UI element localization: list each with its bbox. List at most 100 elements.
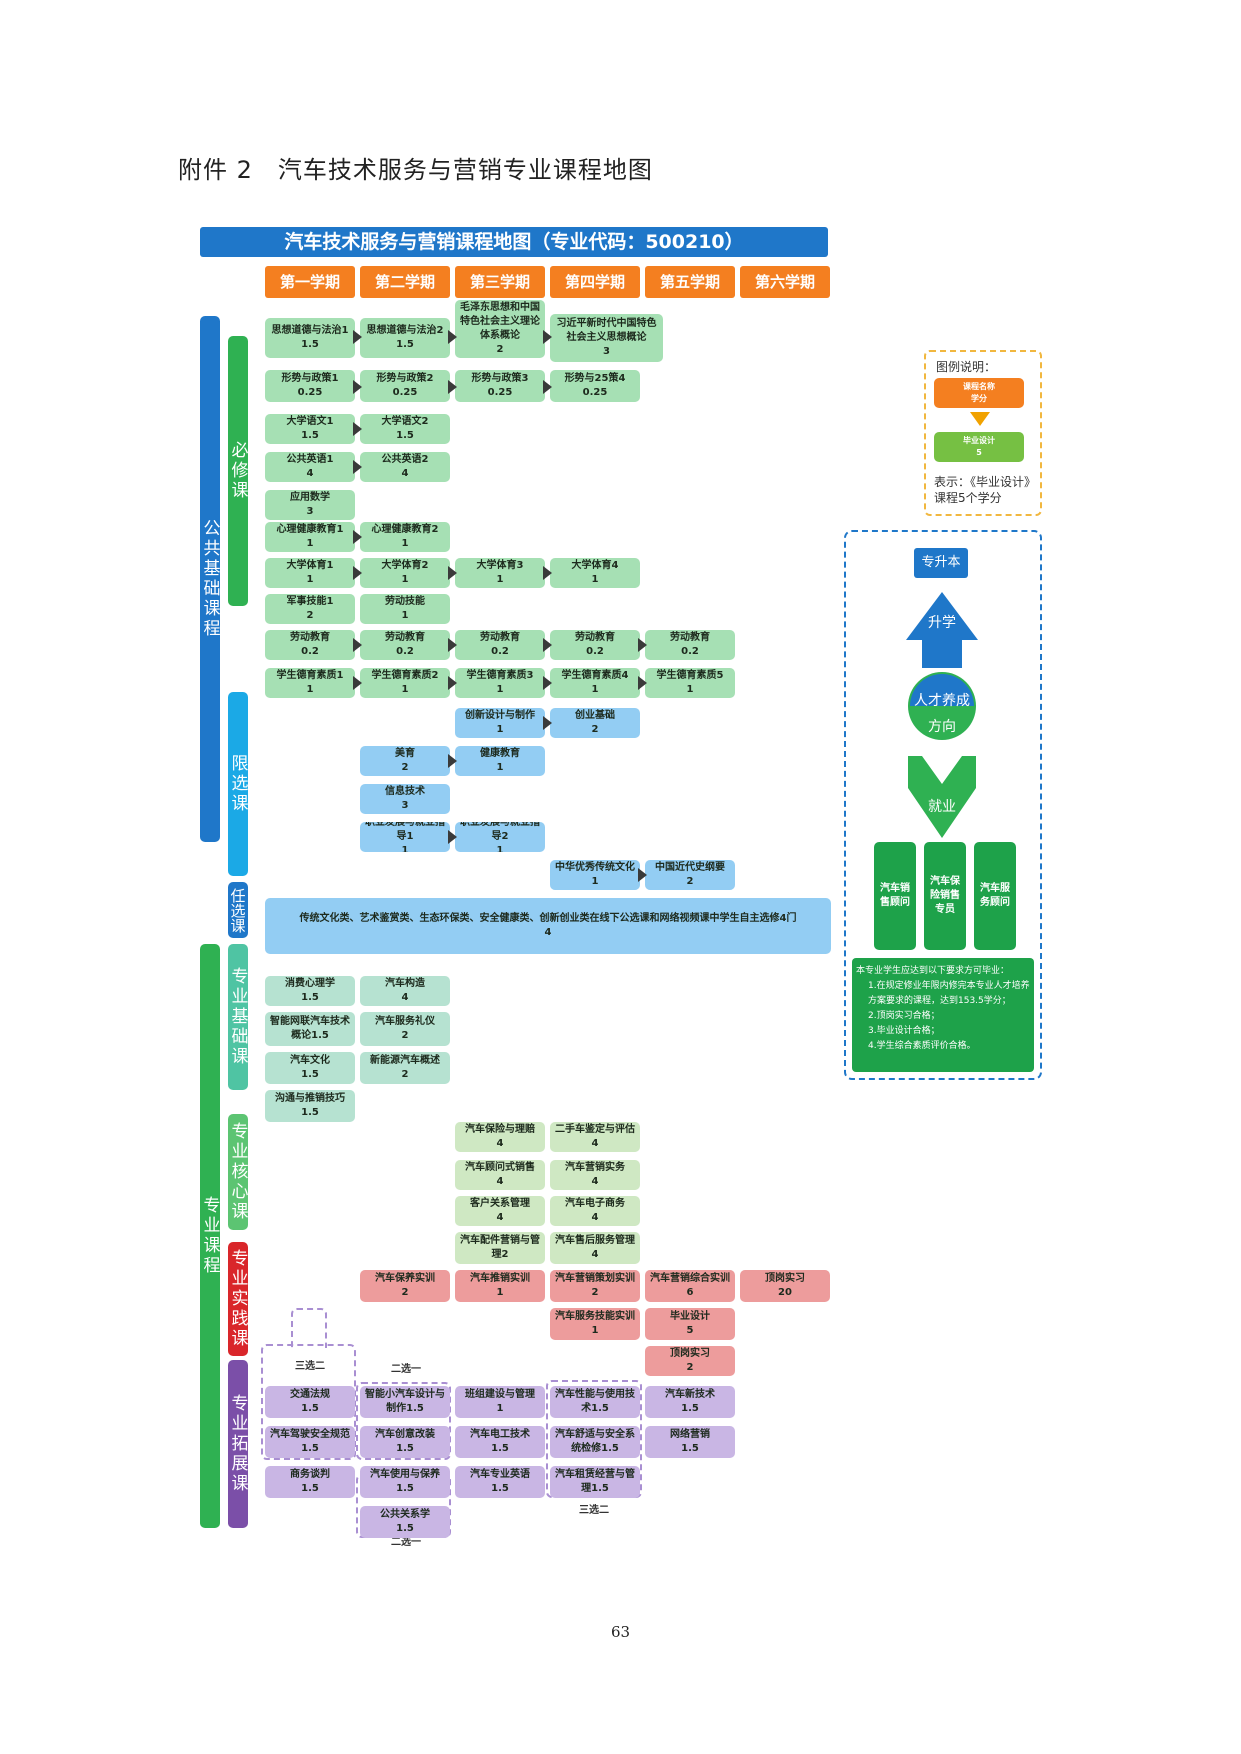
course-name: 汽车驾驶安全规范 bbox=[270, 1429, 350, 1440]
map-title: 汽车技术服务与营销课程地图（专业代码：500210） bbox=[200, 227, 828, 257]
direction-down-label: 就业 bbox=[928, 799, 956, 815]
course-name: 学生德育素质5 bbox=[656, 670, 724, 681]
course-credit: 1 bbox=[591, 876, 599, 887]
center-circle-top bbox=[910, 674, 974, 706]
category-required: 必修课 bbox=[228, 336, 248, 606]
course-credit: 2 bbox=[401, 762, 409, 773]
semester-5: 第五学期 bbox=[645, 266, 735, 298]
elective-credit: 4 bbox=[544, 927, 552, 938]
category-major-practice: 专业实践课 bbox=[228, 1242, 248, 1356]
course-name: 二手车鉴定与评估 bbox=[555, 1124, 635, 1135]
course-name: 汽车文化 bbox=[290, 1055, 330, 1066]
course-name: 习近平新时代中国特色社会主义思想概论 bbox=[556, 318, 657, 343]
course-name: 应用数学 bbox=[290, 492, 330, 503]
course-name: 汽车保险与理赔 bbox=[465, 1124, 535, 1135]
legend-box bbox=[924, 350, 1042, 516]
course-credit: 1.5 bbox=[301, 1107, 319, 1118]
course-name: 汽车保养实训 bbox=[375, 1273, 435, 1284]
sequence-arrow-icon bbox=[543, 380, 552, 394]
course-name: 汽车售后服务管理 bbox=[555, 1235, 635, 1246]
sequence-arrow-icon bbox=[448, 754, 457, 768]
course-credit: 5 bbox=[686, 1325, 694, 1336]
course-credit: 0.2 bbox=[681, 646, 699, 657]
req-line-3: 3.毕业设计合格； bbox=[868, 1026, 940, 1036]
course-credit: 1 bbox=[591, 684, 599, 695]
direction-up-label: 升学 bbox=[928, 615, 956, 631]
page-number: 63 bbox=[610, 1623, 631, 1641]
course-credit: 0.2 bbox=[586, 646, 604, 657]
sequence-arrow-icon bbox=[353, 380, 362, 394]
course-name: 商务谈判 bbox=[290, 1469, 330, 1480]
graduation-requirements: 本专业学生应达到以下要求方可毕业： 1.在规定修业年限内修完本专业人才培养方案要… bbox=[852, 958, 1034, 1072]
course-name: 大学体育1 bbox=[286, 560, 334, 571]
course-name: 大学体育3 bbox=[476, 560, 524, 571]
sequence-arrow-icon bbox=[353, 460, 362, 474]
course-name: 智能小汽车设计与制作1.5 bbox=[365, 1389, 445, 1414]
course-name: 劳动教育 bbox=[670, 632, 710, 643]
course-credit: 4 bbox=[496, 1212, 504, 1223]
course-name: 汽车顾问式销售 bbox=[465, 1162, 535, 1173]
down-arrow-icon bbox=[908, 756, 976, 838]
course-name: 汽车推销实训 bbox=[470, 1273, 530, 1284]
course-credit: 1 bbox=[686, 684, 694, 695]
course-name: 信息技术 bbox=[385, 786, 425, 797]
course-name: 汽车电工技术 bbox=[470, 1429, 530, 1440]
course-credit: 1 bbox=[401, 574, 409, 585]
course-znwl: 智能网联汽车技术概论1.5 bbox=[265, 1012, 355, 1046]
sequence-arrow-icon bbox=[448, 380, 457, 394]
course-name: 大学体育2 bbox=[381, 560, 429, 571]
course-name: 军事技能1 bbox=[286, 596, 334, 607]
semester-2: 第二学期 bbox=[360, 266, 450, 298]
course-name: 心理健康教育2 bbox=[371, 524, 439, 535]
course-name: 劳动教育 bbox=[385, 632, 425, 643]
req-line-4: 4.学生综合素质评价合格。 bbox=[868, 1041, 976, 1051]
category-elective: 任选课 bbox=[228, 882, 248, 938]
course-credit: 1.5 bbox=[396, 430, 414, 441]
course-name: 毛泽东思想和中国特色社会主义理论体系概论 bbox=[460, 302, 540, 341]
legend-title: 图例说明： bbox=[936, 360, 997, 374]
course-name: 汽车新技术 bbox=[665, 1389, 715, 1400]
category-limited: 限选课 bbox=[228, 692, 248, 876]
course-credit: 4 bbox=[591, 1176, 599, 1187]
course-credit: 4 bbox=[496, 1176, 504, 1187]
course-name: 健康教育 bbox=[480, 748, 520, 759]
course-name: 消费心理学 bbox=[285, 978, 335, 989]
course-name: 汽车营销综合实训 bbox=[650, 1273, 730, 1284]
course-yw2: 大学语文2 1.5 bbox=[360, 414, 450, 444]
course-credit: 1.5 bbox=[491, 1443, 509, 1454]
sequence-arrow-icon bbox=[448, 676, 457, 690]
course-name: 汽车舒适与安全系统检修1.5 bbox=[555, 1429, 635, 1454]
up-arrow-icon bbox=[906, 592, 978, 668]
course-name: 汽车专业英语 bbox=[470, 1469, 530, 1480]
course-name: 大学语文2 bbox=[381, 416, 429, 427]
sequence-arrow-icon bbox=[448, 830, 457, 844]
document-title: 附件 2 汽车技术服务与营销专业课程地图 bbox=[178, 156, 653, 184]
selection-group-3of2-a bbox=[261, 1344, 356, 1460]
course-name: 形势与政策3 bbox=[471, 373, 529, 384]
direction-center-label-1: 人才养成 bbox=[914, 693, 970, 709]
course-credit: 2 bbox=[686, 1362, 694, 1373]
course-credit: 3 bbox=[401, 800, 409, 811]
course-credit: 0.2 bbox=[301, 646, 319, 657]
course-name: 中国近代史纲要 bbox=[655, 862, 725, 873]
